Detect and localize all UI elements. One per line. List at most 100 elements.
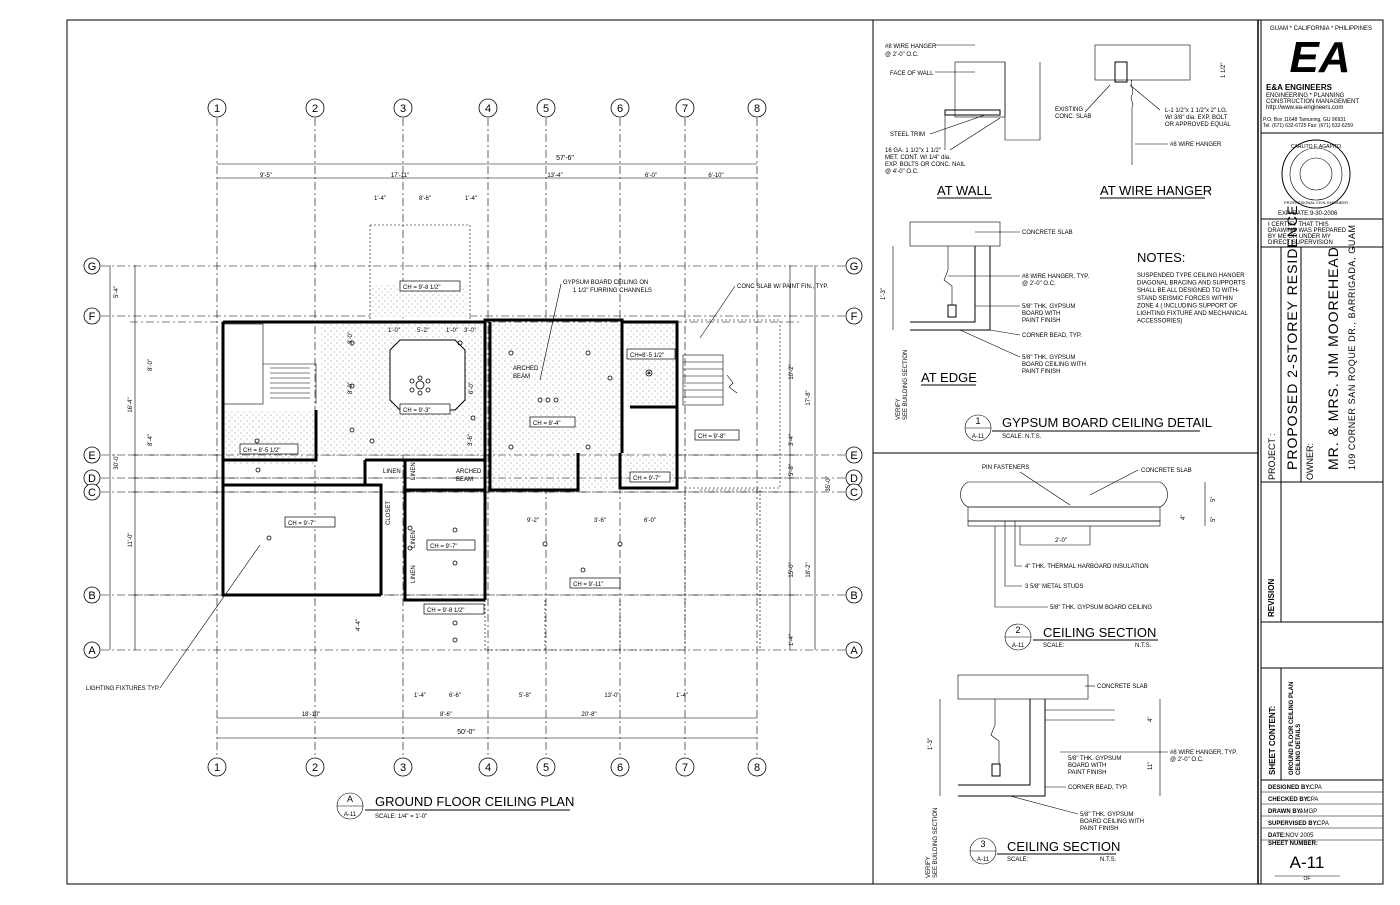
grid-label-col-8: 8 [754,762,760,774]
grid-bubble-row [83,483,101,501]
svg-text:BY ME OR UNDER MY: BY ME OR UNDER MY [1268,234,1331,240]
svg-text:BOARD CEILING WITH: BOARD CEILING WITH [1080,819,1144,825]
grid-bubble-row [83,586,101,604]
grid-label-col-2: 2 [312,762,318,774]
dim-inner: 1'-0" [446,328,458,334]
detail1-bubble: 1 [975,416,980,426]
grid-label-row-C: C [850,487,858,499]
grid-bubble-col [747,757,767,777]
credit-label: DATE: [1268,833,1286,839]
grid-bubble-row [83,446,101,464]
note-lighting: LIGHTING FIXTURES TYP. [86,686,160,692]
sheet-number: A-11 [1290,853,1325,872]
grid-label-col-6: 6 [617,103,623,115]
grid-bubble-col [305,757,325,777]
detail2-title: CEILING SECTION [1043,625,1156,640]
grid-bubble-col [478,757,498,777]
label-at-edge: AT EDGE [921,370,977,385]
plan-title-block: A A-11 GROUND FLOOR CEILING PLAN SCALE: … [336,792,574,820]
svg-text:@ 2'-0" O.C.: @ 2'-0" O.C. [885,52,919,58]
svg-text:5/8" THK. GYPSUM BOARD CEILING: 5/8" THK. GYPSUM BOARD CEILING [1050,605,1152,611]
svg-text:EXP. BOLTS OR CONC. NAIL: EXP. BOLTS OR CONC. NAIL [885,162,966,168]
dim-bottom2: 13'-0" [604,693,619,699]
dim-inner: 9'-2" [527,518,539,524]
dim-bottom2: 1'-4" [676,693,688,699]
dim-top: 17'-11" [391,173,409,179]
grid-label-col-6: 6 [617,762,623,774]
credit-value: CPA [1310,785,1322,791]
grid-bubble-row [845,586,863,604]
grid-label-row-D: D [850,473,858,485]
exp-date: 9-30-2006 [1310,211,1338,217]
grid-label-row-E: E [850,450,857,462]
svg-text:CONC. SLAB: CONC. SLAB [1055,114,1091,120]
svg-text:SCALE:: SCALE: [1007,857,1029,863]
grid-bubble-col [610,757,630,777]
svg-text:PAINT FINISH: PAINT FINISH [1068,770,1106,776]
grid-label-col-4: 4 [485,762,491,774]
dim-left: 4'-4" [356,619,362,631]
project-name: PROPOSED 2-STOREY RESIDENCE [1284,205,1300,470]
dim-bottom: 8'-6" [440,712,452,718]
dim-right: 15'-0" [789,562,795,577]
sheet-content-label: SHEET CONTENT: [1268,706,1277,775]
dim-inner: 6'-0" [469,382,475,394]
dim-top: 9'-5" [260,173,272,179]
project-label: PROJECT : [1267,433,1277,480]
svg-text:STEEL TRIM: STEEL TRIM [890,132,925,138]
grid-label-row-A: A [88,645,96,657]
dim-left: 11'-0" [128,533,134,548]
note-line: STAND SEISMIC FORCES WITHIN [1137,296,1233,302]
grid-label-row-A: A [850,645,858,657]
dim-right: 10'-2" [789,364,795,379]
grid-label-col-5: 5 [543,762,549,774]
owner-name: MR. & MRS. JIM MOOREHEAD [1325,246,1341,470]
svg-text:VERIFY: VERIFY [896,398,902,420]
dim-top2: 1'-4" [374,196,386,202]
grid-bubble-row [83,307,101,325]
ceiling-height-tag: CH=8'-5 1/2" [630,353,664,359]
note-conc-slab: CONC SLAB W/ PAINT FIN., TYP. [737,284,829,290]
dim-right: 3'-4" [789,434,795,446]
grid-label-row-F: F [89,311,96,323]
grid-label-col-8: 8 [754,103,760,115]
credit-label: DESIGNED BY: [1268,785,1311,791]
notes-title: NOTES: [1137,250,1185,265]
dim-inner: 6'-0" [644,518,656,524]
svg-text:A-11: A-11 [344,812,357,818]
svg-text:@ 2'-0" O.C.: @ 2'-0" O.C. [1170,757,1204,763]
detail-ceiling-section-2: PIN FASTENERS CONCRETE SLAB 4" THK. THER… [960,465,1217,651]
grid-bubble-row [845,446,863,464]
svg-text:BOARD WITH: BOARD WITH [1022,311,1060,317]
svg-text:DRAWING WAS PREPARED: DRAWING WAS PREPARED [1268,228,1347,234]
svg-text:2'-0": 2'-0" [1055,538,1067,544]
svg-text:PAINT FINISH: PAINT FINISH [1080,826,1118,832]
credit-value: NOV 2005 [1286,833,1315,839]
grid-bubble-col [207,98,227,118]
grid-label-col-7: 7 [682,762,688,774]
plan-scale: SCALE: 1/4" = 1'-0" [375,814,427,820]
dim-bottom2: 6'-6" [449,693,461,699]
svg-text:4": 4" [1148,717,1154,722]
dim-right: 35'-0" [826,476,832,491]
credit-label: DRAWN BY: [1268,809,1302,815]
dim-left: 8'-4" [148,434,154,446]
firm-name: E&A ENGINEERS [1266,83,1333,92]
svg-text:#8 WIRE HANGER, TYP.: #8 WIRE HANGER, TYP. [1170,750,1237,756]
grid-bubble-col [207,757,227,777]
grid-label-row-E: E [88,450,95,462]
grid-label-col-4: 4 [485,103,491,115]
sheet-content-2: CEILING DETAILS [1296,724,1302,775]
dim-bottom: 18'-10" [302,712,321,718]
room-label: LINEN [411,530,417,548]
ceiling-height-tag: CH = 9'-11" [573,582,603,588]
svg-text:A-11: A-11 [1012,643,1025,649]
dim-bottom2: 1'-4" [414,693,426,699]
ceiling-height-tag: CH = 9'-7" [288,521,315,527]
grid-label-col-3: 3 [400,762,406,774]
svg-text:FACE OF WALL: FACE OF WALL [890,71,934,77]
grid-label-row-F: F [851,311,858,323]
svg-text:1 1/2": 1 1/2" [1221,63,1227,78]
